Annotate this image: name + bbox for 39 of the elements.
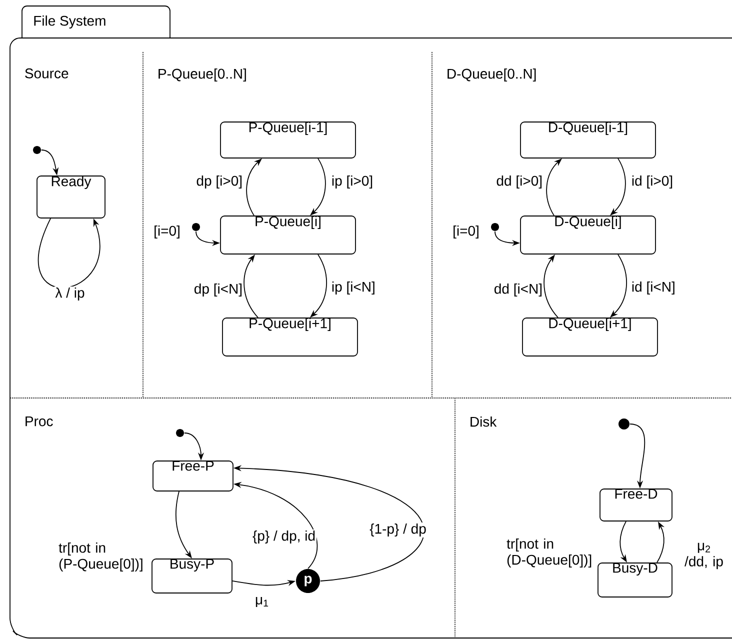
state-box: Busy-D [598,562,672,598]
state-box: D-Queue[i] [520,216,656,254]
edge-label: {1-p} / dp [368,522,428,538]
edge-label: dp [i<N] [192,282,244,298]
edge-label: μ$_{2}$ /dd, ip [680,542,728,570]
edge-label: [i=0] [452,224,480,240]
state-box: Free-P [152,460,234,492]
edge-label: λ / ip [54,286,86,302]
initial-dot [192,223,200,231]
region-heading: Disk [470,416,497,427]
edge-label: ip [i<N] [330,280,376,296]
state-box: P-Queue[i+1] [222,318,358,356]
state-box: Busy-P [152,558,232,594]
edge-label: dd [i>0] [495,174,544,190]
edge-label: id [i>0] [630,174,674,190]
state-box: P-Queue[i] [220,216,356,254]
region-heading: D-Queue[0..N] [448,68,536,82]
edge-label: tr[not in (P-Queue[0])] [58,541,150,573]
arrow [38,218,100,288]
initial-dot [176,429,184,437]
state-box: Free-D [600,488,672,522]
initial-dot [33,146,41,154]
edge-label: dd [i<N] [492,282,544,298]
edge-label: {p} / dp, id [251,529,317,545]
edge-label: [i=0] [152,224,182,240]
initial-dot [618,418,630,430]
state-box: Ready [36,176,106,218]
region-heading: P-Queue[0..N] [158,68,246,82]
edge-label: tr[not in (D-Queue[0])] [506,537,598,569]
region-heading: Source [25,68,68,78]
state-box: D-Queue[i-1] [520,122,656,158]
initial-dot [491,223,499,231]
edge-label: id [i<N] [630,280,676,296]
edge-label: ip [i>0] [330,174,374,190]
state-box: P-Queue[i-1] [220,122,356,158]
region-heading: Proc [26,416,53,426]
edge-label: μ$_{1}$ [254,596,270,608]
edge-label: dp [i>0] [195,174,244,190]
state-box: D-Queue[i+1] [522,318,658,356]
